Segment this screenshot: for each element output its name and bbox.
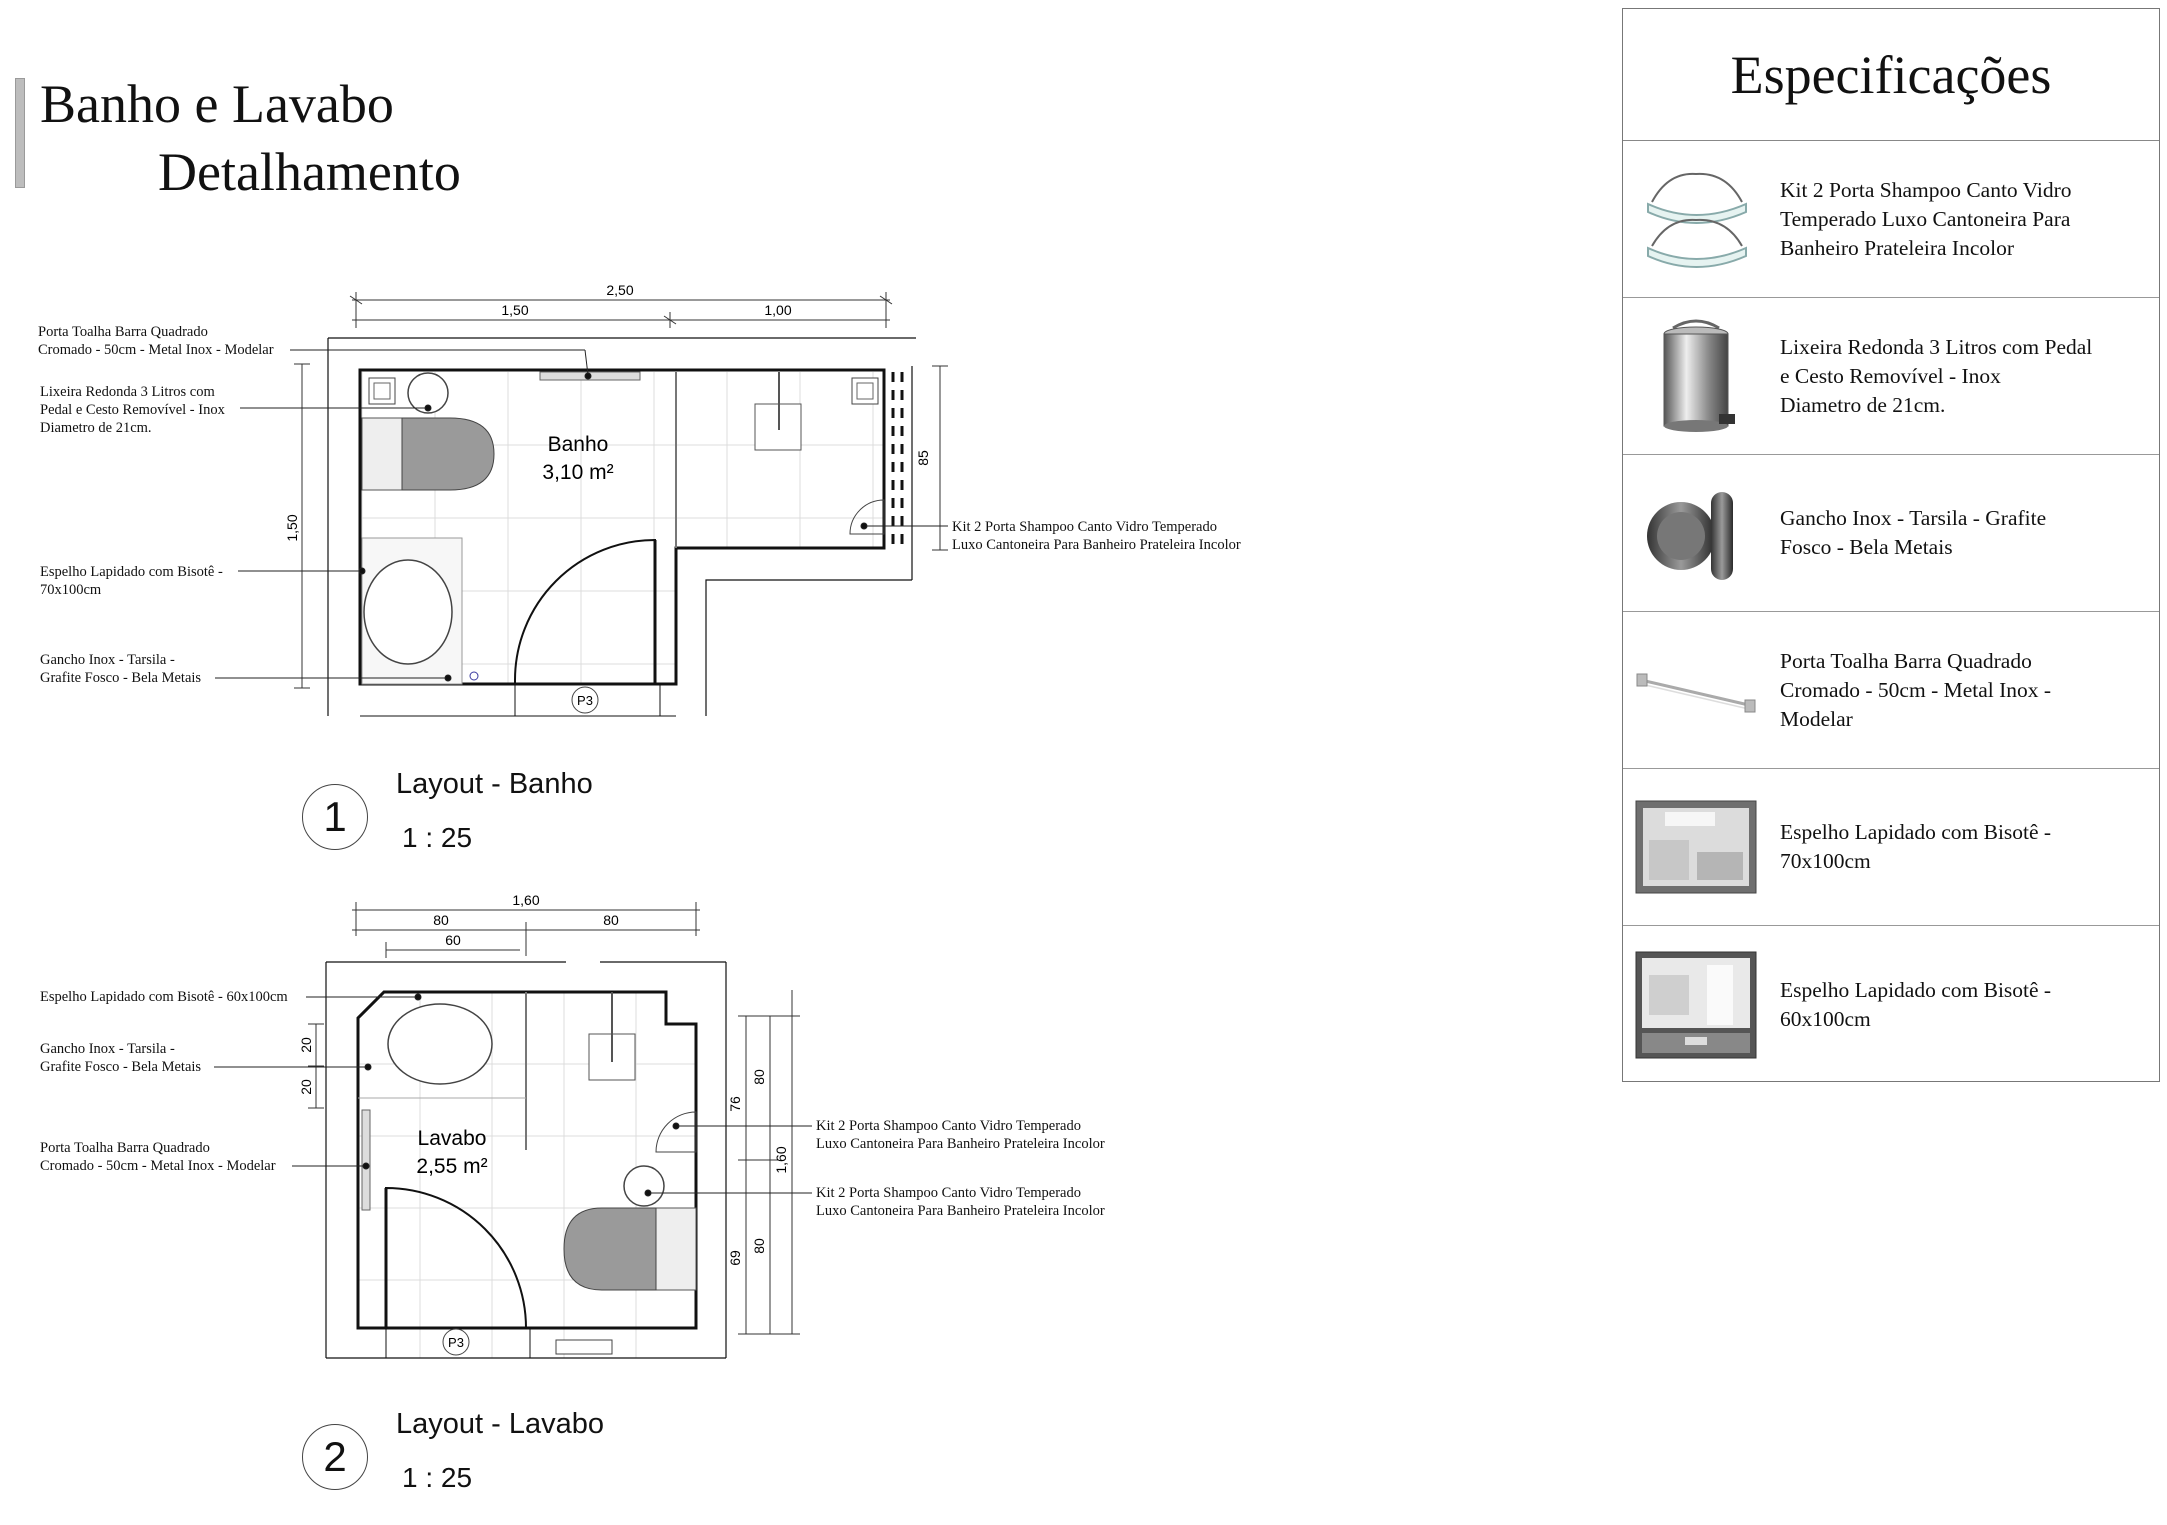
plan-banho: P3 Banho 3,10 m² 2,50 1,50 1,00 1,50 85: [215, 282, 948, 717]
spec-item-mirror-70: Espelho Lapidado com Bisotê -70x100cm: [1623, 769, 2159, 926]
towel-bar-icon: [1633, 628, 1758, 753]
svg-text:69: 69: [727, 1250, 743, 1266]
svg-text:20: 20: [298, 1079, 314, 1095]
note-shelf-1: Kit 2 Porta Shampoo Canto Vidro Temperad…: [816, 1118, 1105, 1152]
corner-shelf-plan: [849, 499, 885, 535]
specifications-title: Especificações: [1623, 9, 2159, 141]
svg-text:85: 85: [915, 450, 931, 466]
wall-hook-icon: [1633, 471, 1758, 596]
note-hook: Gancho Inox - Tarsila -Grafite Fosco - B…: [40, 1041, 202, 1075]
door-swing: [514, 538, 656, 684]
room-name: Lavabo: [418, 1127, 487, 1150]
leader-lines: [215, 349, 948, 682]
room-name: Banho: [548, 433, 609, 456]
drawing-scale: 1 : 25: [402, 1462, 473, 1493]
svg-text:76: 76: [727, 1096, 743, 1112]
svg-text:80: 80: [433, 912, 449, 928]
svg-text:2,50: 2,50: [606, 282, 633, 298]
leader-lines: [214, 993, 812, 1197]
trash-bin-plan: [407, 372, 449, 414]
page-title: Banho e Lavabo: [40, 74, 394, 134]
svg-text:1,60: 1,60: [773, 1146, 789, 1173]
svg-text:P3: P3: [448, 1335, 464, 1350]
note-mirror-60: Espelho Lapidado com Bisotê - 60x100cm: [40, 989, 288, 1005]
note-mirror: Espelho Lapidado com Bisotê -70x100cm: [40, 564, 223, 598]
glass-corner-shelf-icon: [1633, 157, 1758, 282]
svg-text:60: 60: [445, 932, 461, 948]
page-subtitle: Detalhamento: [158, 142, 461, 202]
svg-text:20: 20: [298, 1037, 314, 1053]
lavabo-walls: [356, 990, 698, 1330]
drawing-title: Layout - Banho: [396, 768, 593, 800]
drawing-title: Layout - Lavabo: [396, 1408, 604, 1440]
drawing-number: 1: [302, 784, 368, 850]
drawing-number: 2: [302, 1424, 368, 1490]
mirror-60x100-icon: [1633, 942, 1758, 1067]
toilet: [361, 417, 495, 491]
pedal-trash-bin-icon: [1633, 314, 1758, 439]
room-area: 2,55 m²: [416, 1155, 487, 1178]
room-area: 3,10 m²: [542, 461, 613, 484]
svg-text:80: 80: [751, 1069, 767, 1085]
drawing-scale: 1 : 25: [402, 822, 473, 853]
dimension-lines: [294, 292, 948, 689]
title-accent-bar: [15, 78, 25, 188]
svg-text:1,00: 1,00: [764, 302, 791, 318]
spec-item-mirror-60: Espelho Lapidado com Bisotê -60x100cm: [1623, 926, 2159, 1083]
svg-text:1,50: 1,50: [501, 302, 528, 318]
floor-grid: [358, 992, 696, 1358]
window: [891, 372, 904, 548]
svg-text:80: 80: [603, 912, 619, 928]
svg-text:1,50: 1,50: [284, 514, 300, 541]
door-swing: [385, 1186, 527, 1329]
svg-text:1,60: 1,60: [512, 892, 539, 908]
specifications-panel: Especificações Kit 2 Porta Shampoo Canto…: [1622, 8, 2160, 1082]
dimension-lines: [308, 902, 800, 1335]
note-shelf-2: Kit 2 Porta Shampoo Canto Vidro Temperad…: [816, 1185, 1105, 1219]
svg-text:P3: P3: [577, 693, 593, 708]
door-tag: [571, 686, 599, 714]
mirror-70x100-icon: [1633, 785, 1758, 910]
svg-text:80: 80: [751, 1238, 767, 1254]
sink-plan: [387, 1003, 493, 1085]
toilet-plan: [563, 1207, 697, 1291]
sink-vanity: [361, 537, 463, 685]
note-shelf: Kit 2 Porta Shampoo Canto Vidro Temperad…: [952, 519, 1241, 553]
note-hook: Gancho Inox - Tarsila -Grafite Fosco - B…: [40, 652, 202, 686]
